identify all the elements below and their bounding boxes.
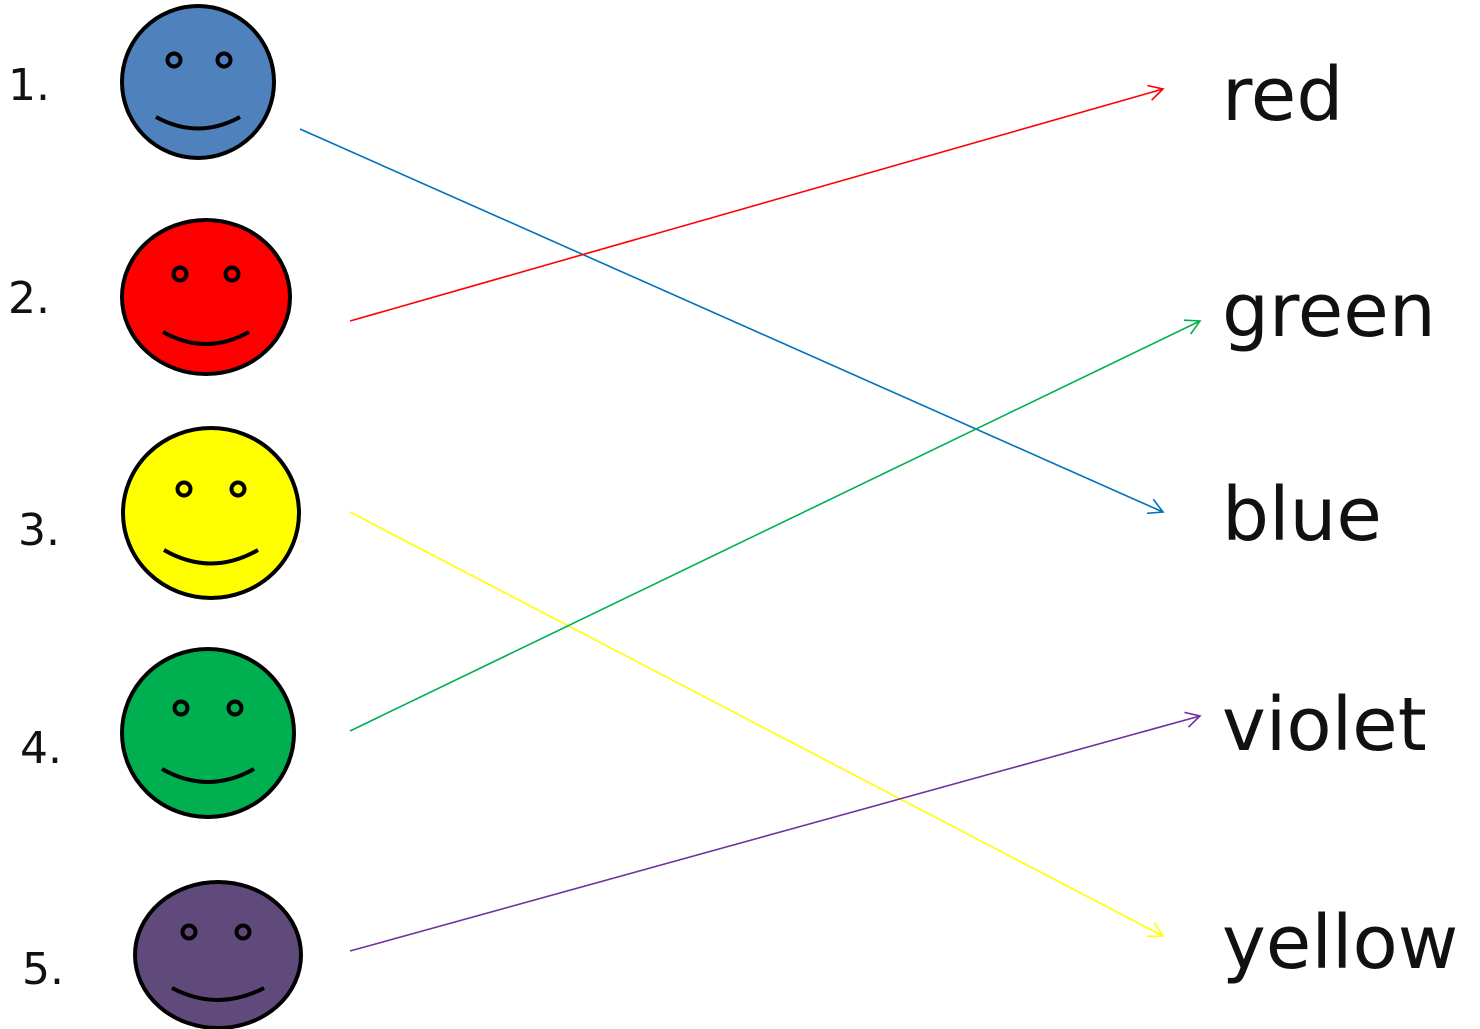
arrowhead-icon-green xyxy=(1183,319,1202,335)
face-number-3: 3. xyxy=(18,505,60,556)
connection-line-yellow xyxy=(349,511,1164,937)
smiley-icon-yellow xyxy=(121,426,301,600)
smile-icon xyxy=(171,986,265,1002)
smiley-icon-violet xyxy=(133,880,303,1029)
face-number-1: 1. xyxy=(8,60,50,111)
smile-icon xyxy=(161,767,255,784)
right-eye-icon xyxy=(234,923,252,941)
face-number-5: 5. xyxy=(22,944,64,995)
left-eye-icon xyxy=(172,699,190,717)
right-eye-icon xyxy=(226,699,244,717)
face-number-2: 2. xyxy=(8,273,50,324)
word-green: green xyxy=(1222,268,1436,354)
connection-line-red xyxy=(349,88,1164,322)
left-eye-icon xyxy=(180,923,198,941)
smiley-icon-blue xyxy=(120,4,276,160)
left-eye-icon xyxy=(165,51,183,69)
word-yellow: yellow xyxy=(1222,900,1458,986)
smiley-icon-red xyxy=(120,218,292,376)
connection-line-blue xyxy=(299,128,1164,513)
arrowhead-icon-violet xyxy=(1184,711,1202,728)
connection-lines xyxy=(299,84,1202,952)
connection-line-violet xyxy=(349,715,1201,952)
left-eye-icon xyxy=(175,480,193,498)
face-1: 1. xyxy=(8,4,276,160)
face-3: 3. xyxy=(18,426,301,600)
connection-line-green xyxy=(349,320,1201,732)
smiley-icon-green xyxy=(120,647,296,819)
word-violet: violet xyxy=(1222,682,1427,768)
smile-icon xyxy=(155,115,241,131)
face-5: 5. xyxy=(22,880,303,1029)
face-4: 4. xyxy=(20,647,296,819)
face-number-4: 4. xyxy=(20,723,62,774)
word-red: red xyxy=(1222,52,1343,138)
right-eye-icon xyxy=(223,265,241,283)
right-eye-icon xyxy=(229,480,247,498)
arrowhead-icon-yellow xyxy=(1146,922,1165,938)
left-eye-icon xyxy=(171,265,189,283)
word-blue: blue xyxy=(1222,472,1382,558)
smile-icon xyxy=(162,330,250,346)
arrowhead-icon-red xyxy=(1147,84,1165,101)
smile-icon xyxy=(163,548,259,566)
arrowhead-icon-blue xyxy=(1146,498,1165,515)
right-eye-icon xyxy=(215,51,233,69)
face-2: 2. xyxy=(8,218,292,376)
